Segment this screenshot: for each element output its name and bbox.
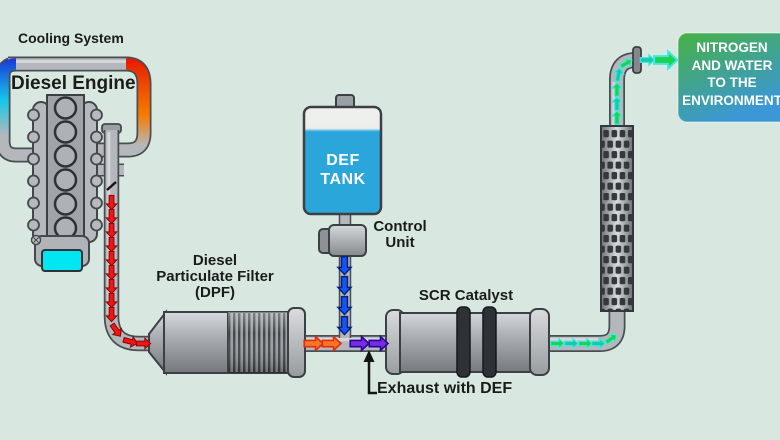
dpf-label-line3: (DPF)	[194, 284, 235, 301]
scr-catalyst-label: SCR Catalyst	[418, 287, 514, 304]
def-tank-label-line2: TANK	[320, 171, 366, 188]
cooling-system-label: Cooling System	[18, 30, 124, 46]
control-unit	[318, 224, 367, 257]
scr-ring	[456, 306, 471, 378]
control-unit-label: Control Unit	[373, 219, 426, 251]
dpf-label-line1: Diesel	[192, 252, 238, 269]
def-tank-label-line1: DEF	[326, 152, 360, 169]
environment-label-line3: TO THE	[707, 75, 757, 90]
scr-catalyst	[385, 306, 550, 378]
control-unit-label-line2: Unit	[385, 234, 415, 251]
scr-ring	[482, 306, 497, 378]
environment-label-line4: ENVIRONMENT	[682, 92, 780, 108]
def-tank-label: DEF TANK	[320, 151, 365, 189]
diesel-engine-label: Diesel Engine	[11, 73, 136, 94]
exhaust-flow-arrows	[105, 194, 152, 350]
environment-label-line2: AND WATER	[691, 57, 773, 73]
cooling-system-loop	[0, 56, 152, 177]
engine-fins	[27, 108, 103, 232]
engine-cylinders	[53, 96, 78, 240]
environment-label-line1: NITROGEN	[696, 40, 768, 55]
exhaust-def-callout-arrow	[363, 350, 377, 395]
dpf-label: Diesel Particulate Filter (DPF)	[156, 253, 274, 301]
control-unit-label-line1: Control	[373, 218, 427, 235]
def-tank	[302, 94, 383, 216]
environment-label: NITROGEN AND WATER TO THE ENVIRONMENT	[682, 39, 780, 109]
environment-box	[677, 32, 780, 123]
muffler-stack	[600, 125, 634, 312]
diesel-engine-block	[27, 94, 103, 272]
oil-pan	[41, 249, 83, 272]
dpf-ribbed-section	[227, 311, 291, 374]
dpf-label-line2: Particulate Filter	[156, 268, 274, 285]
dpf-assembly	[148, 307, 306, 378]
exhaust-with-def-label: Exhaust with DEF	[377, 380, 513, 397]
